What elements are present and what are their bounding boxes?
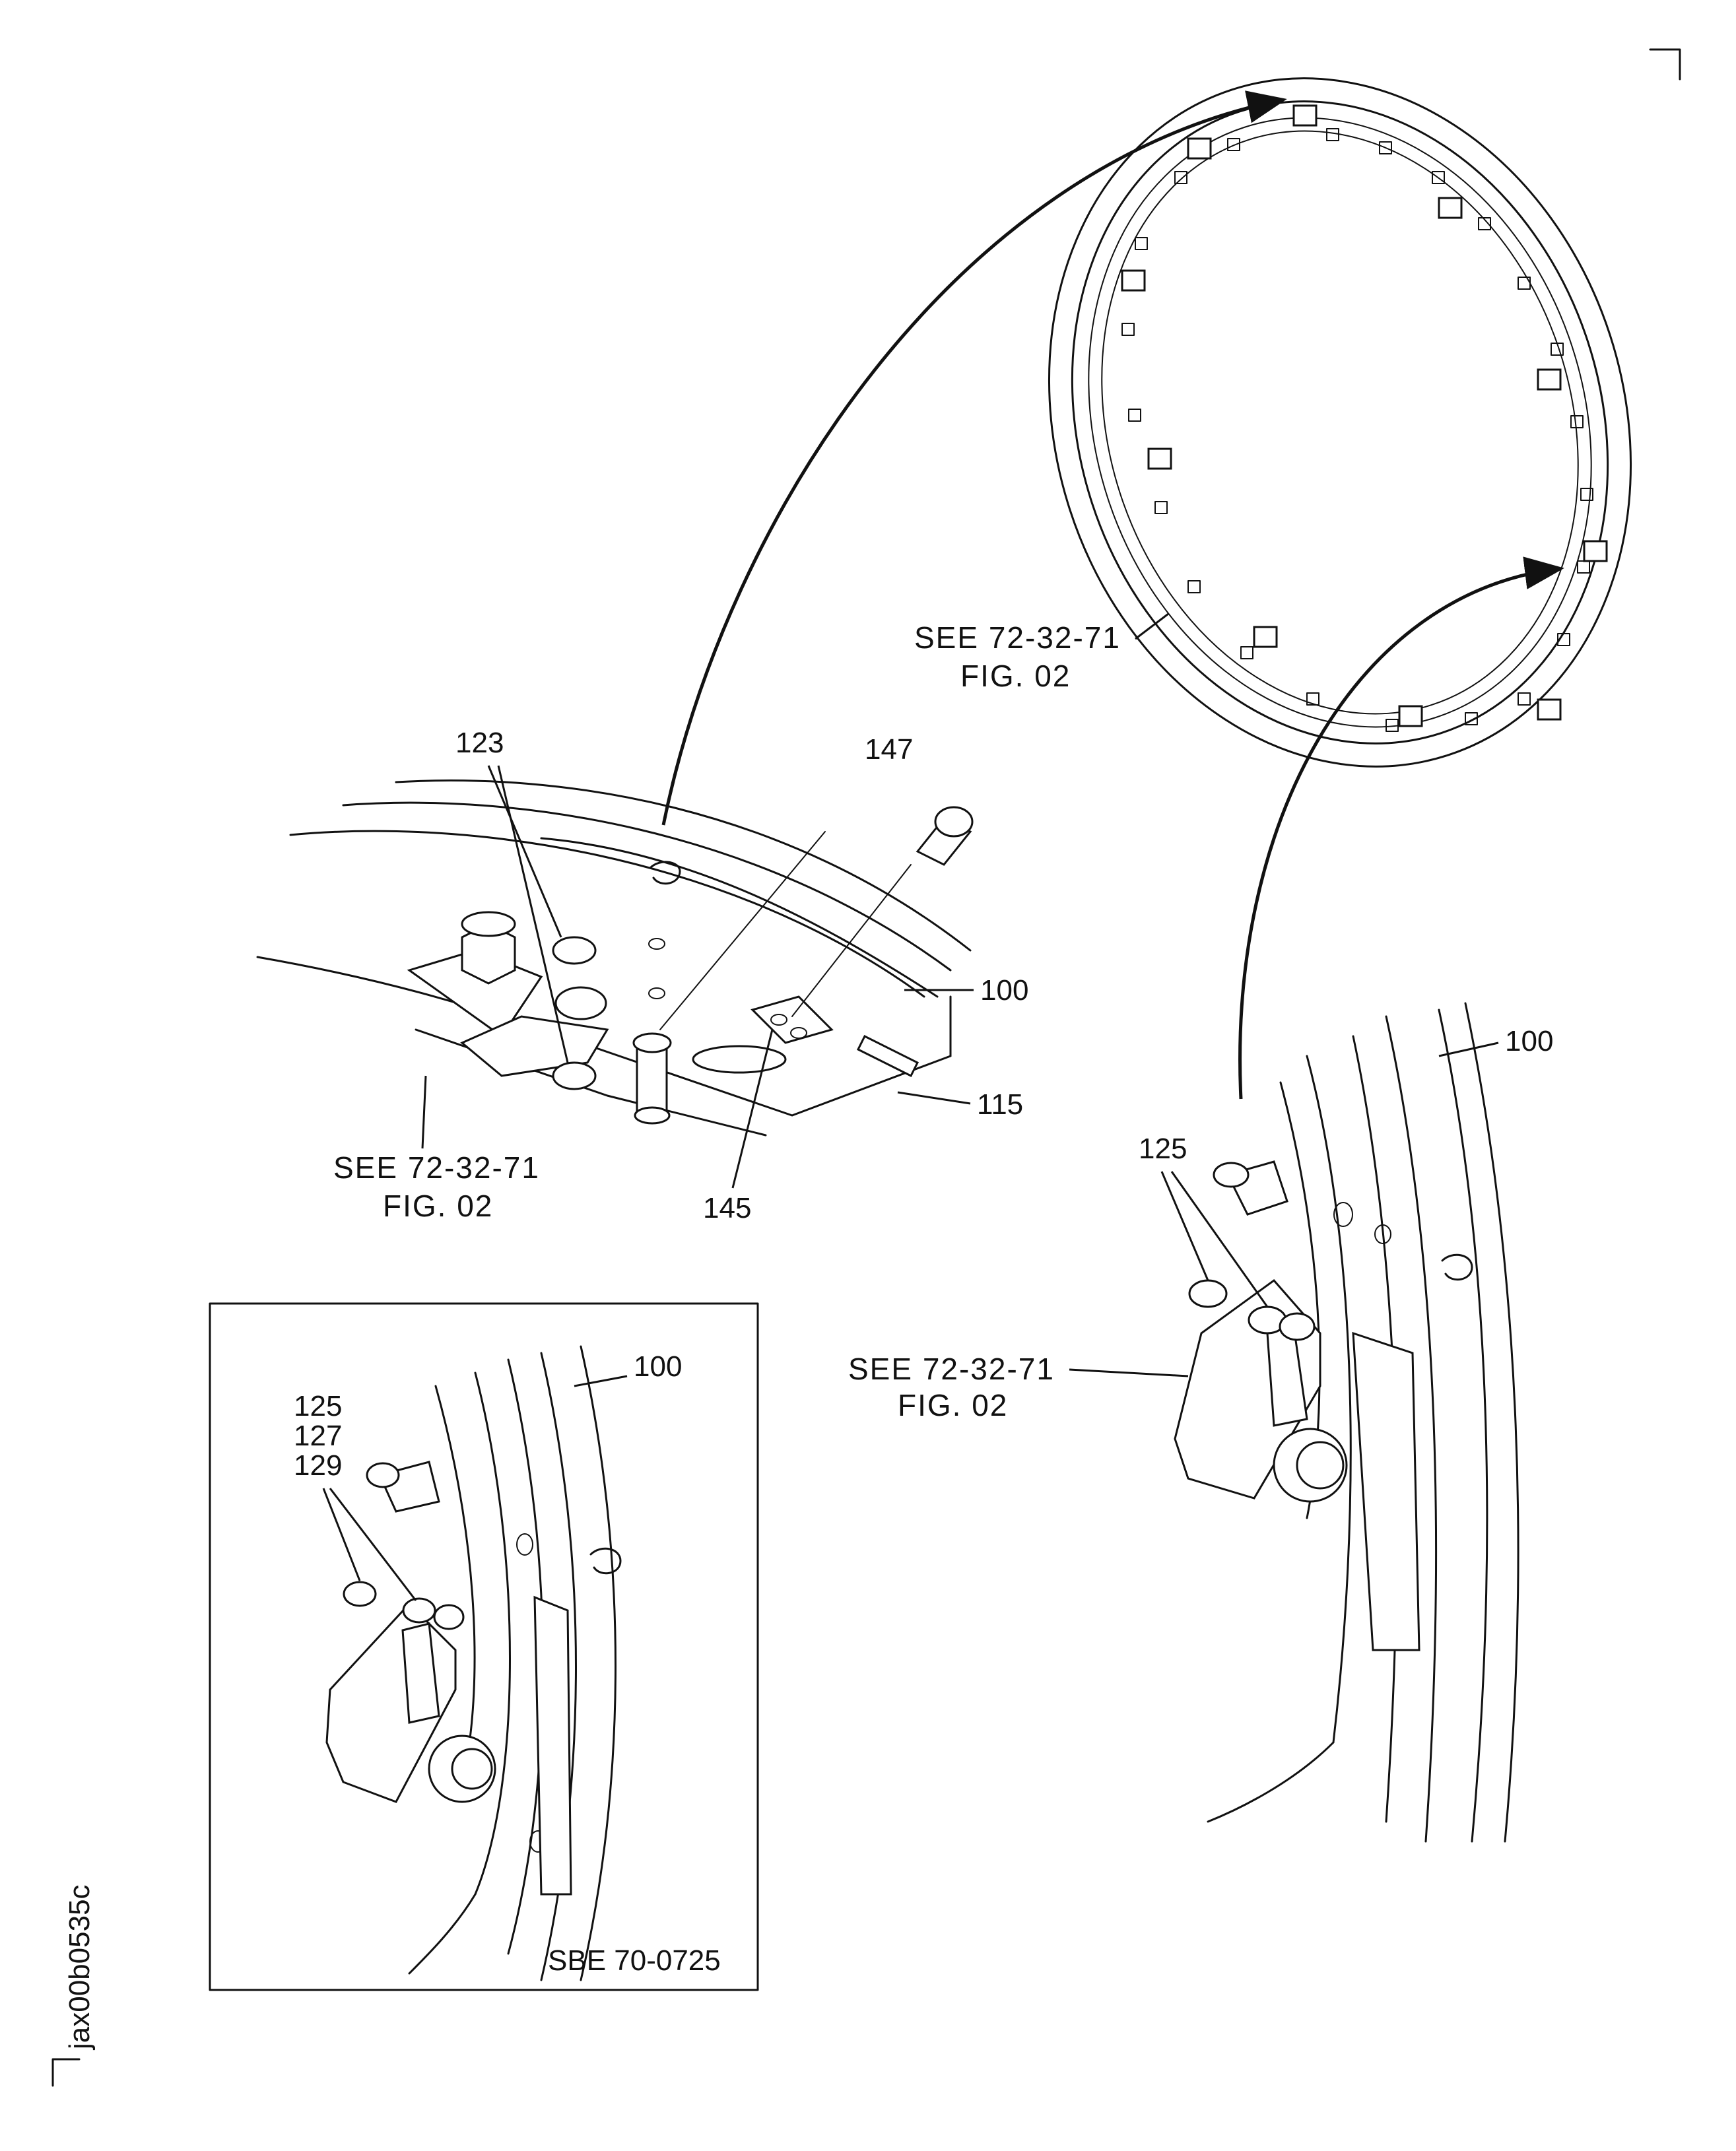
inset-callout-125: 125: [294, 1390, 342, 1422]
leader-100-right: [1438, 1042, 1499, 1057]
right-detail: [1174, 1002, 1519, 1843]
inset-box: [209, 1302, 759, 1991]
inset-callout-129: 129: [294, 1449, 342, 1482]
callout-125-right: 125: [1139, 1133, 1187, 1165]
inset-label: SBE 70-0725: [548, 1944, 721, 1977]
leader-inset-a: [322, 1488, 361, 1581]
leader-145: [731, 1029, 774, 1189]
left-see-ref: SEE 72-32-71: [333, 1150, 540, 1185]
leader-100-inset: [574, 1375, 628, 1387]
leader-125-right-b: [1170, 1171, 1269, 1307]
callout-100-main: 100: [980, 974, 1028, 1007]
leader-right-ref: [1069, 1368, 1189, 1377]
left-detail: [256, 779, 974, 1137]
callout-147: 147: [865, 733, 913, 766]
arrow-left-to-ring: [661, 90, 1287, 826]
arrow-right-to-ring: [1238, 556, 1564, 1100]
ring-see-ref: SEE 72-32-71: [914, 620, 1121, 655]
ring-fig-ref: FIG. 02: [960, 659, 1071, 693]
leader-left-ref: [421, 1075, 427, 1149]
ring-slots: [1121, 128, 1593, 732]
right-fig-ref: FIG. 02: [898, 1388, 1008, 1422]
callout-123: 123: [455, 727, 504, 759]
combustor-ring: [1048, 77, 1632, 768]
inset-callout-127: 127: [294, 1420, 342, 1452]
image-code-mark: [51, 2058, 81, 2087]
callout-100-inset: 100: [634, 1350, 682, 1383]
left-fig-ref: FIG. 02: [383, 1189, 493, 1223]
callout-115: 115: [977, 1088, 1023, 1121]
corner-mark: [1649, 48, 1681, 81]
leader-115: [897, 1091, 971, 1105]
callout-145: 145: [703, 1192, 751, 1224]
ring-ref-leader: [1135, 612, 1169, 640]
right-see-ref: SEE 72-32-71: [848, 1352, 1055, 1386]
leader-123-a: [487, 765, 562, 938]
leader-123-b: [497, 765, 569, 1063]
image-code: jax00b0535c: [63, 1884, 96, 2051]
callout-100-right: 100: [1505, 1025, 1553, 1057]
ring-brackets: [1121, 104, 1608, 727]
leader-inset-b: [329, 1488, 417, 1601]
leader-125-right-a: [1160, 1171, 1209, 1281]
